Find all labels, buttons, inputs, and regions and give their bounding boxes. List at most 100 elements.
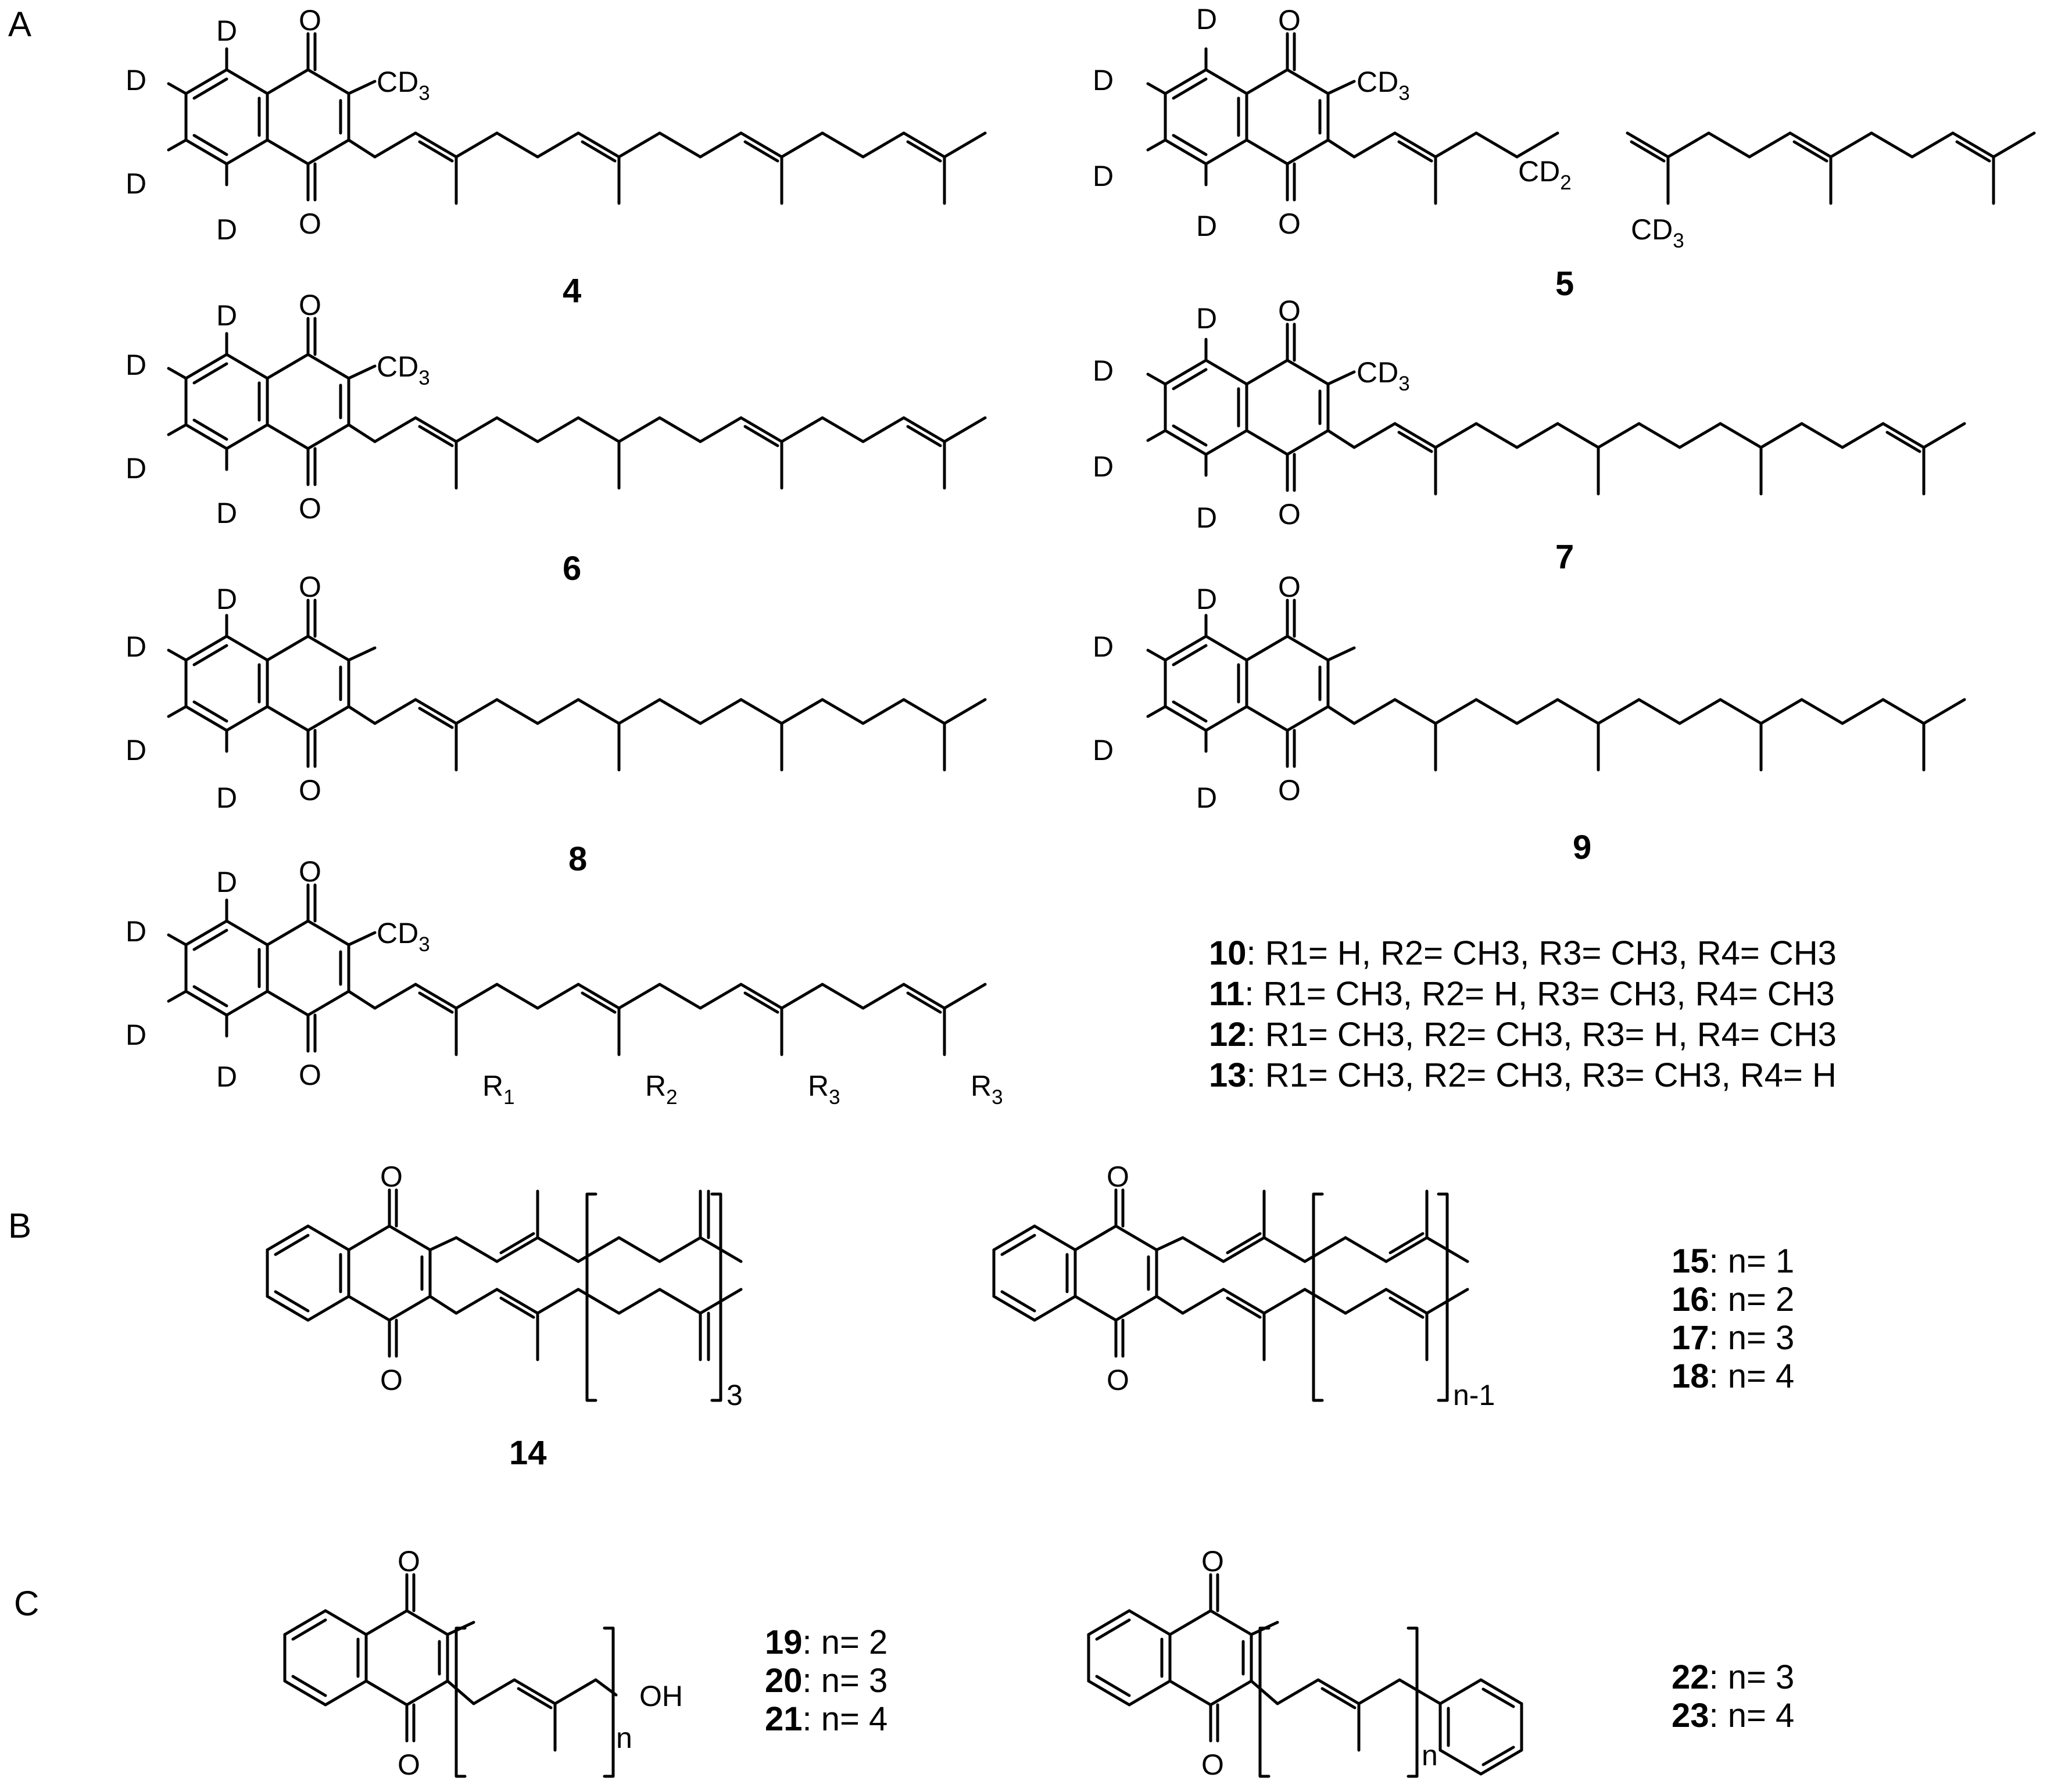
legend-22-23: 22: n= 323: n= 4 [1672, 1658, 1794, 1734]
legend-entry-21: 21: n= 4 [765, 1700, 887, 1738]
svg-text:O: O [1201, 1545, 1224, 1578]
legend-entry-20: 20: n= 3 [765, 1662, 887, 1700]
svg-text:O: O [398, 1748, 420, 1781]
legend-10-13: 10: R1= H, R2= CH3, R3= CH3, R4= CH311: … [1209, 934, 1837, 1094]
structure-9 [1148, 600, 1964, 770]
svg-text:D: D [1196, 3, 1217, 35]
svg-text:O: O [380, 1364, 403, 1396]
svg-text:O: O [1201, 1748, 1224, 1781]
atom-labels-9: O O D D D D [1093, 571, 1301, 814]
atom-labels-10-13: O O D D D D CD3 R1 R2 R3 R3 [126, 855, 1003, 1109]
legend-entry-17: 17: n= 3 [1672, 1319, 1794, 1357]
legend-entry-11: 11: R1= CH3, R2= H, R3= CH3, R4= CH3 [1209, 975, 1835, 1013]
svg-text:D: D [126, 64, 146, 96]
hydroxyl-label: OH [639, 1680, 683, 1712]
svg-text:O: O [398, 1545, 420, 1578]
svg-text:R2: R2 [645, 1070, 678, 1109]
structure-6 [169, 318, 985, 488]
svg-text:D: D [1093, 630, 1114, 663]
legend-entry-16: 16: n= 2 [1672, 1281, 1794, 1318]
legend-entry-13: 13: R1= CH3, R2= CH3, R3= CH3, R4= H [1209, 1056, 1837, 1094]
atom-labels-14: O O 3 [380, 1160, 743, 1411]
svg-text:D: D [216, 866, 237, 898]
structure-19-21 [285, 1575, 618, 1778]
svg-text:D: D [216, 782, 237, 814]
svg-text:R3: R3 [808, 1070, 840, 1109]
svg-text:O: O [299, 774, 321, 807]
atom-labels-7: O O D D D D CD3 [1093, 295, 1410, 534]
legend-entry-22: 22: n= 3 [1672, 1658, 1794, 1696]
repeat-subscript-14: 3 [727, 1379, 743, 1411]
svg-text:O: O [299, 855, 321, 888]
svg-text:O: O [299, 289, 321, 321]
svg-text:CD3: CD3 [377, 917, 430, 956]
atom-labels-4: O O D D D D CD3 [126, 4, 430, 246]
structure-22-23 [1089, 1575, 1523, 1778]
svg-text:D: D [216, 1060, 237, 1093]
svg-text:O: O [299, 571, 321, 603]
section-label-a: A [8, 5, 31, 44]
svg-text:D: D [126, 349, 146, 381]
svg-text:D: D [1196, 583, 1217, 615]
svg-text:O: O [380, 1160, 403, 1193]
svg-text:D: D [1093, 450, 1114, 483]
svg-text:O: O [299, 1059, 321, 1091]
svg-text:D: D [1093, 64, 1114, 96]
svg-text:O: O [299, 207, 321, 240]
repeat-subscript-19-21: n [616, 1722, 632, 1754]
svg-text:D: D [216, 497, 237, 529]
svg-text:D: D [126, 167, 146, 200]
svg-text:CD3: CD3 [377, 350, 430, 389]
compound-number-7: 7 [1555, 538, 1574, 576]
svg-text:D: D [1196, 302, 1217, 335]
compound-number-4: 4 [563, 272, 581, 310]
legend-19-21: 19: n= 220: n= 321: n= 4 [765, 1623, 887, 1738]
svg-text:D: D [216, 213, 237, 246]
svg-text:D: D [126, 915, 146, 948]
svg-text:O: O [1278, 4, 1301, 37]
section-label-b: B [8, 1206, 31, 1245]
svg-text:D: D [126, 452, 146, 485]
svg-text:O: O [1278, 295, 1301, 327]
atom-labels-6: O O D D D D CD3 [126, 289, 430, 529]
compound-number-6: 6 [563, 550, 581, 587]
svg-text:D: D [216, 583, 237, 615]
svg-text:CD3: CD3 [1357, 356, 1410, 395]
legend-15-18: 15: n= 116: n= 217: n= 318: n= 4 [1672, 1242, 1794, 1395]
legend-entry-23: 23: n= 4 [1672, 1697, 1794, 1734]
atom-labels-8: O O D D D D [126, 571, 321, 814]
structure-8 [169, 600, 985, 770]
svg-text:O: O [1278, 774, 1301, 807]
svg-text:D: D [1196, 782, 1217, 814]
compound-number-14: 14 [509, 1434, 547, 1472]
legend-entry-15: 15: n= 1 [1672, 1242, 1794, 1280]
svg-text:O: O [299, 492, 321, 525]
section-label-c: C [14, 1584, 39, 1623]
atom-labels-19-21: O O OH n [398, 1545, 683, 1781]
compound-number-9: 9 [1573, 829, 1591, 866]
svg-text:O: O [1107, 1364, 1129, 1396]
svg-text:D: D [1196, 501, 1217, 534]
legend-entry-12: 12: R1= CH3, R2= CH3, R3= H, R4= CH3 [1209, 1016, 1837, 1053]
svg-text:CD3: CD3 [1631, 213, 1684, 252]
svg-text:D: D [126, 630, 146, 663]
legend-entry-10: 10: R1= H, R2= CH3, R3= CH3, R4= CH3 [1209, 934, 1837, 972]
structure-10-13 [169, 885, 985, 1055]
structure-15-18 [994, 1190, 1469, 1402]
svg-text:CD3: CD3 [377, 66, 430, 105]
structure-14 [267, 1190, 743, 1402]
atom-labels-15-18: O O n-1 [1107, 1160, 1495, 1411]
structure-4 [169, 34, 985, 203]
svg-text:D: D [1093, 734, 1114, 766]
svg-text:D: D [216, 299, 237, 332]
svg-text:R3: R3 [971, 1070, 1003, 1109]
svg-text:O: O [1278, 498, 1301, 531]
svg-text:O: O [299, 4, 321, 37]
repeat-subscript-22-23: n [1422, 1739, 1438, 1772]
compound-number-8: 8 [568, 840, 587, 878]
structure-7 [1148, 324, 1964, 494]
svg-text:D: D [126, 1019, 146, 1051]
structure-5 [1148, 34, 2034, 205]
legend-entry-18: 18: n= 4 [1672, 1357, 1794, 1395]
